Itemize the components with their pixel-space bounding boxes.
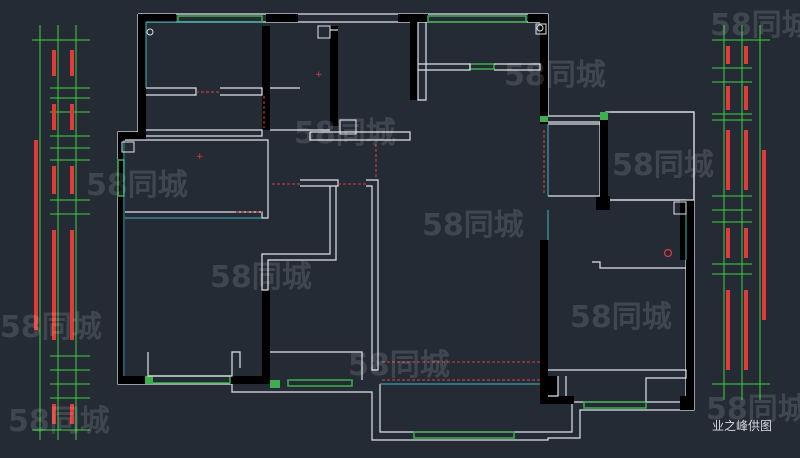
windows [117,15,647,439]
image-credit: 业之峰供图 [711,419,772,433]
markers: + + [196,70,673,258]
cyan-lines [123,21,687,385]
door-openings [196,91,545,381]
left-dimension-lines [32,25,90,440]
fixtures [121,23,687,215]
right-dimension-lines [712,25,770,400]
svg-text:+: + [315,70,323,80]
svg-text:+: + [196,152,204,162]
black-walls [118,14,694,410]
window-fills [145,112,608,388]
interior-walls [125,22,695,402]
